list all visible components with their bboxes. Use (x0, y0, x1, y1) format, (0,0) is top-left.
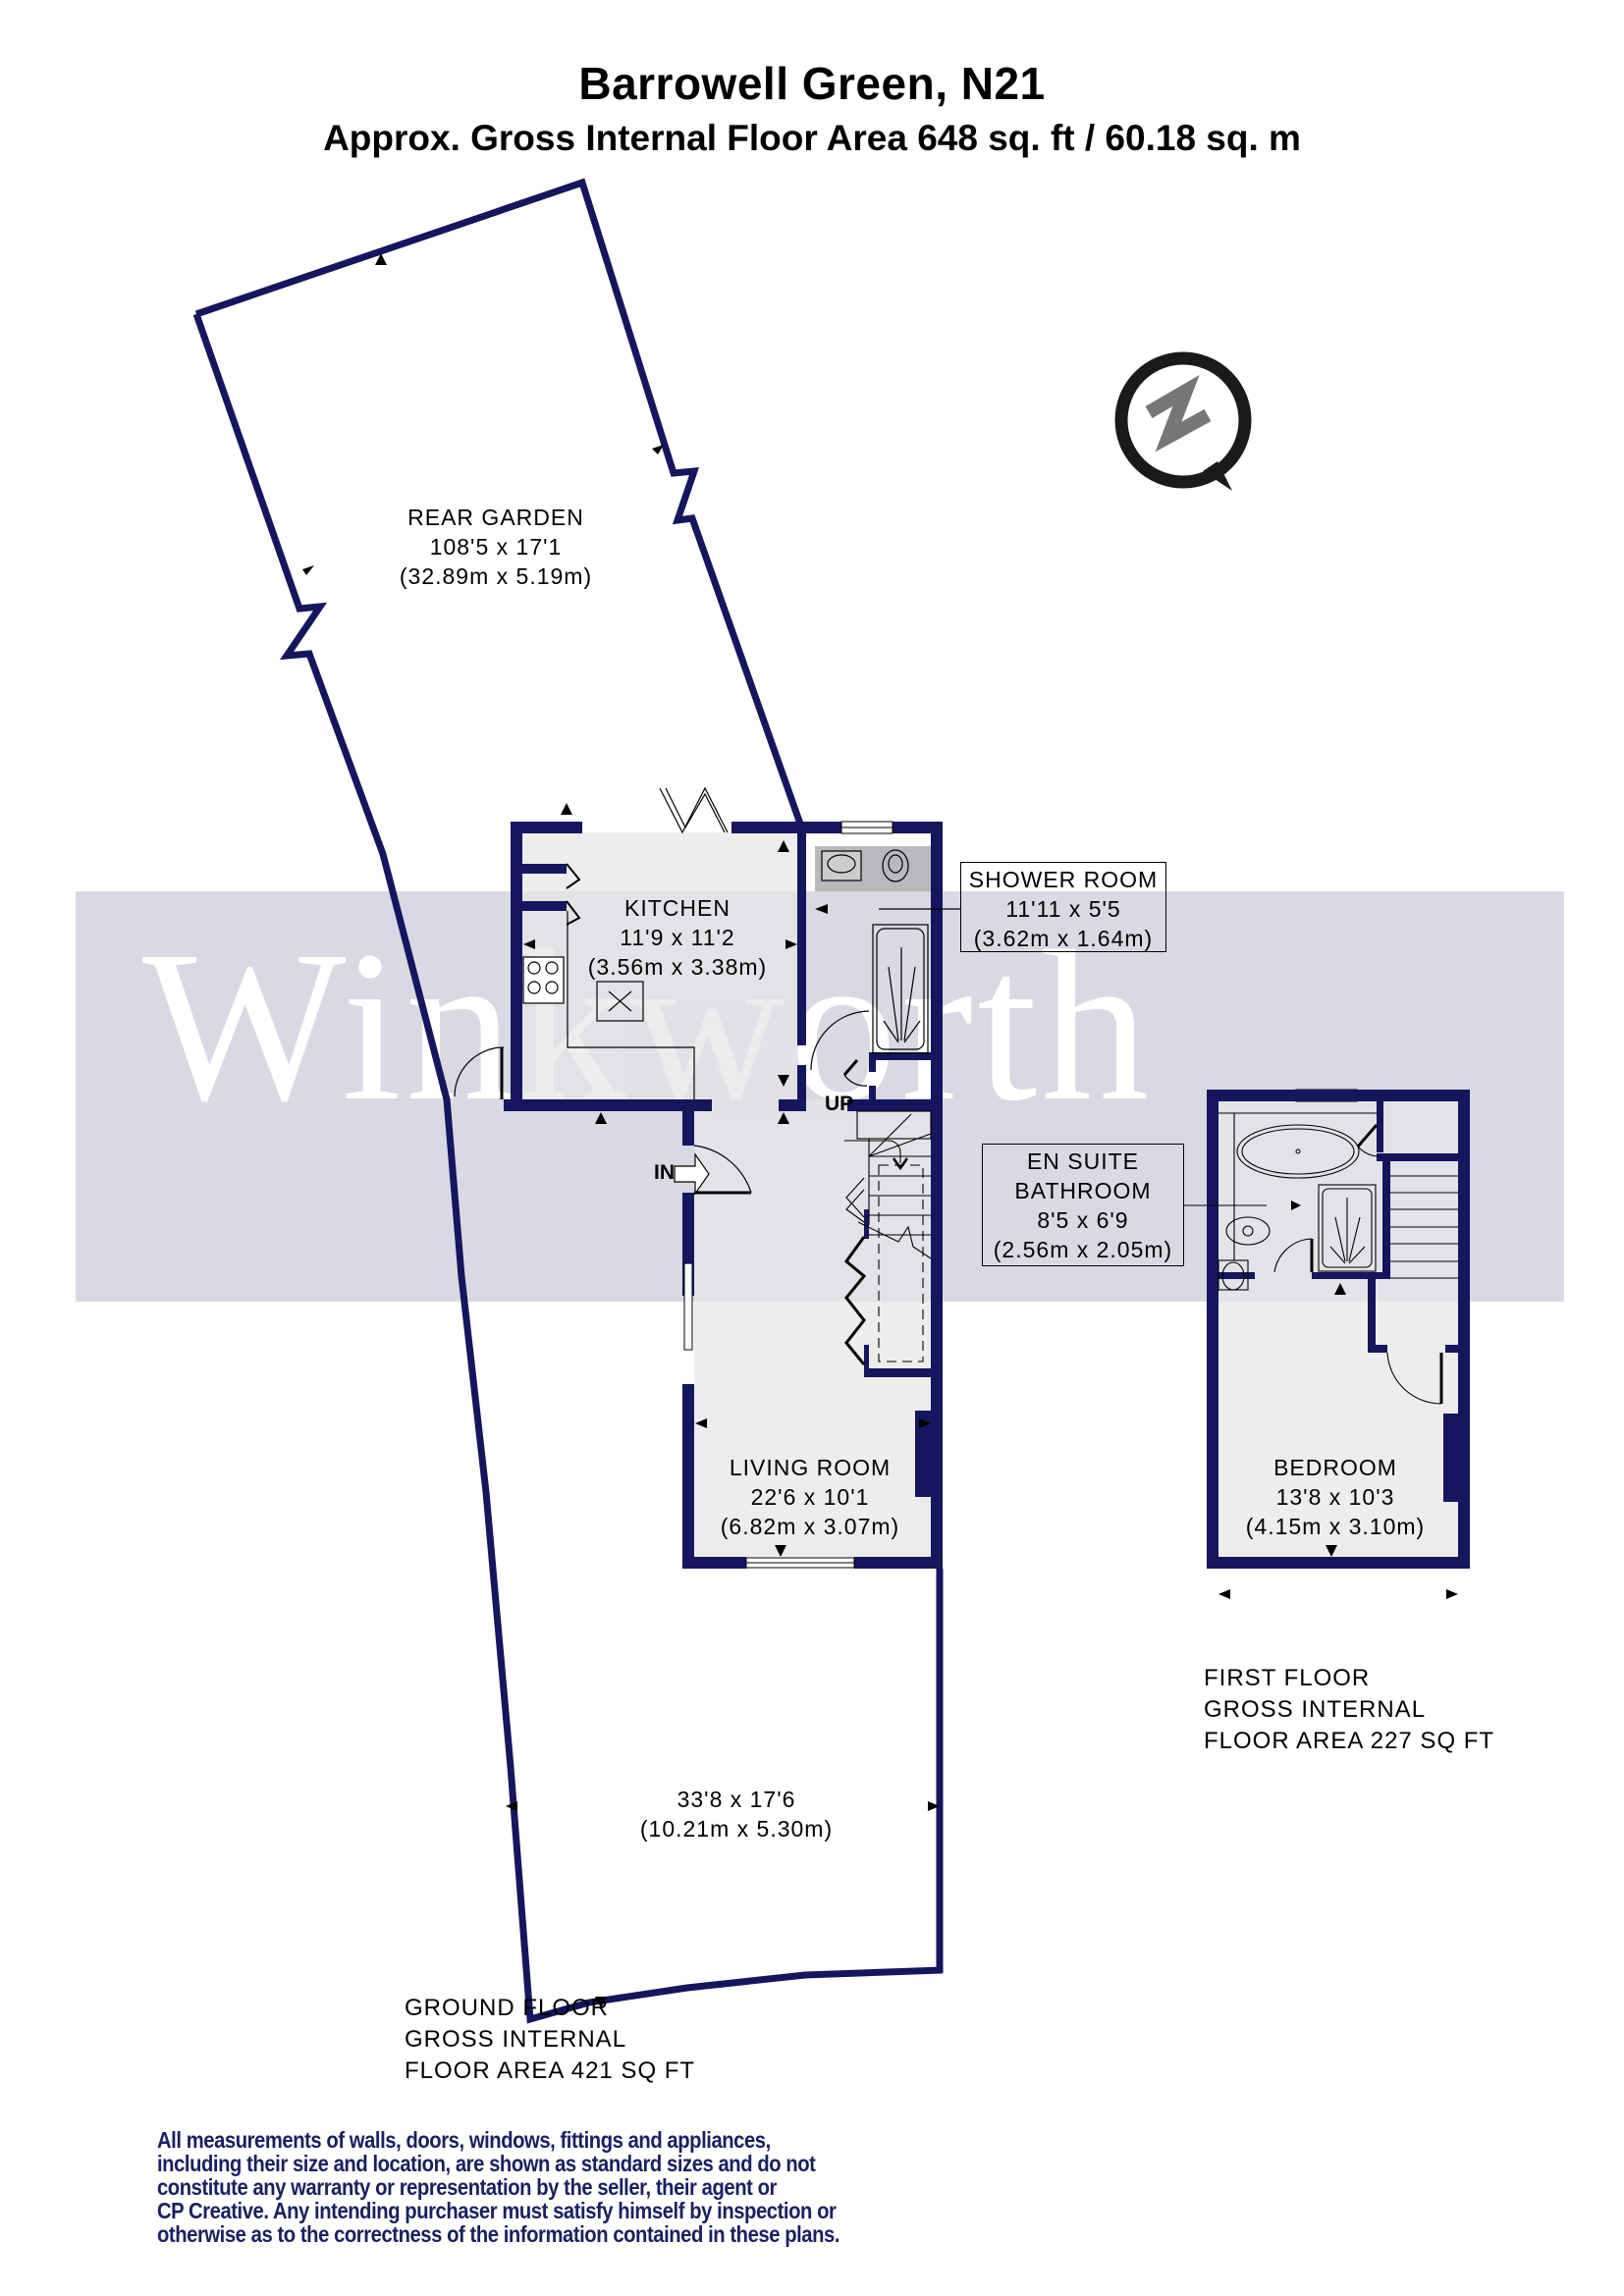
room-label-en-suite-bathroom: EN SUITE BATHROOM 8'5 x 6'9 (2.56m x 2.0… (982, 1144, 1184, 1266)
stairs-up-marker: UP (825, 1093, 854, 1115)
room-label-living-room: LIVING ROOM 22'6 x 10'1 (6.82m x 3.07m) (720, 1455, 900, 1539)
floor-area-subtitle: Approx. Gross Internal Floor Area 648 sq… (323, 118, 1301, 158)
dimension-arrows (302, 253, 1458, 2008)
first-floor-walls (1207, 1090, 1470, 1569)
ground-floor-area-label: GROUND FLOOR GROSS INTERNAL FLOOR AREA 4… (405, 1995, 696, 2084)
rear-garden-outline (192, 178, 944, 2024)
first-floor-fittings (1184, 1112, 1458, 1405)
page-title: Barrowell Green, N21 (578, 58, 1046, 109)
room-label-shower-room: SHOWER ROOM 11'11 x 5'5 (3.62m x 1.64m) (960, 862, 1166, 952)
shower-room-fittings (810, 849, 960, 1087)
entrance-marker: IN (654, 1161, 675, 1184)
room-label-rear-garden: REAR GARDEN 108'5 x 17'1 (32.89m x 5.19m… (399, 505, 593, 589)
room-label-front-garden: 33'8 x 17'6 (10.21m x 5.30m) (639, 1787, 834, 1842)
bifold-door-icon (659, 786, 729, 834)
first-floor-area-label: FIRST FLOOR GROSS INTERNAL FLOOR AREA 22… (1204, 1665, 1495, 1754)
room-label-kitchen: KITCHEN 11'9 x 11'2 (3.56m x 3.38m) (587, 895, 768, 980)
north-compass-icon (1114, 351, 1252, 491)
ground-floor-stairs (843, 1110, 932, 1365)
room-label-bedroom: BEDROOM 13'8 x 10'3 (4.15m x 3.10m) (1245, 1455, 1426, 1539)
disclaimer: All measurements of walls, doors, window… (157, 2127, 840, 2247)
kitchen-fittings (522, 863, 695, 1099)
entrance-door-icon (674, 1145, 752, 1196)
